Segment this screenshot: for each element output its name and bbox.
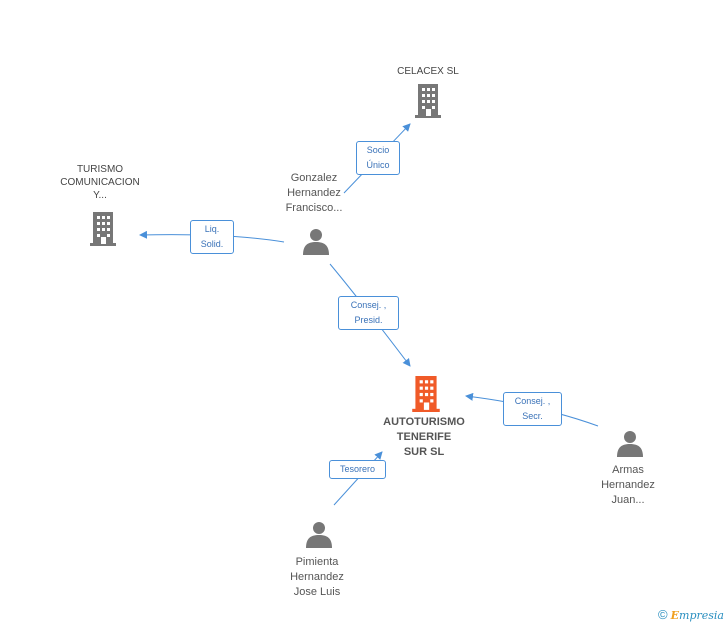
node-label-armas[interactable]: Armas Hernandez Juan... [601, 464, 655, 506]
node-label-celacex[interactable]: CELACEX SL [397, 66, 459, 77]
node-label-autoturismo[interactable]: AUTOTURISMO TENERIFE SUR SL [383, 416, 465, 458]
node-label-pimienta[interactable]: Pimienta Hernandez Jose Luis [290, 556, 344, 598]
building-icon[interactable] [413, 84, 443, 118]
node-label-turismo[interactable]: TURISMO COMUNICACION Y... [60, 164, 140, 201]
edge-label-consej-presid: Consej. , Presid. [338, 296, 399, 330]
person-icon[interactable] [302, 227, 330, 255]
person-icon[interactable] [616, 429, 644, 457]
brand-name: mpresia [679, 609, 724, 622]
building-icon[interactable] [410, 376, 442, 412]
building-icon[interactable] [88, 212, 118, 246]
person-icon[interactable] [305, 520, 333, 548]
edge-label-consej-secr: Consej. , Secr. [503, 392, 562, 426]
edge-label-socio-unico: Socio Único [356, 141, 400, 175]
copyright-icon: © [657, 607, 668, 622]
node-label-gonzalez[interactable]: Gonzalez Hernandez Francisco... [285, 172, 343, 214]
edge-label-tesorero: Tesorero [329, 460, 386, 479]
brand-watermark: © Empresia [658, 607, 724, 622]
edge-label-liq-solid: Liq. Solid. [190, 220, 234, 254]
brand-initial: E [670, 609, 680, 622]
